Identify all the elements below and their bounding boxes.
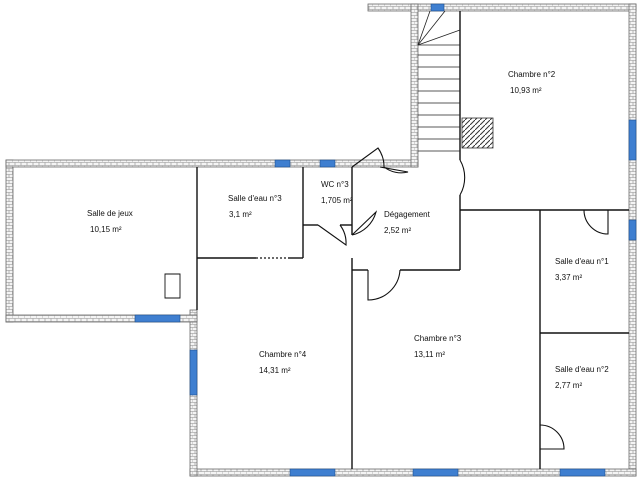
window [628, 219, 637, 241]
room-area: 10,93 m² [510, 86, 542, 95]
door [351, 147, 385, 168]
room-name: Salle d'eau n°3 [228, 194, 282, 203]
door [459, 159, 466, 196]
door [379, 166, 409, 174]
window [134, 314, 181, 323]
room-labels: Chambre n°2 10,93 m² Salle de jeux 10,15… [87, 70, 609, 390]
room-area: 14,31 m² [259, 366, 291, 375]
room-area: 1,705 m² [321, 196, 353, 205]
windows [134, 3, 637, 477]
window [189, 349, 198, 396]
door [583, 209, 609, 235]
room-area: 3,37 m² [555, 273, 582, 282]
door [351, 210, 378, 236]
room-name: Salle de jeux [87, 209, 133, 218]
room-name: Chambre n°3 [414, 334, 462, 343]
window [274, 159, 291, 168]
window [559, 468, 606, 477]
room-name: WC n°3 [321, 180, 349, 189]
room-area: 2,77 m² [555, 381, 582, 390]
room-name: Dégagement [384, 210, 431, 219]
staircase [417, 10, 461, 152]
chimney-hatch [461, 117, 494, 149]
room-name: Salle d'eau n°1 [555, 257, 609, 266]
room-name: Chambre n°4 [259, 350, 307, 359]
room-area: 3,1 m² [229, 210, 252, 219]
room-name: Chambre n°2 [508, 70, 556, 79]
room-area: 10,15 m² [90, 225, 122, 234]
door-frame [164, 273, 181, 299]
room-area: 13,11 m² [414, 350, 445, 359]
door [317, 224, 347, 247]
window [430, 3, 445, 12]
door [539, 424, 565, 450]
door [367, 269, 401, 301]
window [289, 468, 336, 477]
room-area: 2,52 m² [384, 226, 411, 235]
window [319, 159, 336, 168]
interior-walls [196, 11, 629, 469]
window [628, 119, 637, 161]
doors [164, 147, 609, 450]
room-name: Salle d'eau n°2 [555, 365, 609, 374]
window [412, 468, 459, 477]
